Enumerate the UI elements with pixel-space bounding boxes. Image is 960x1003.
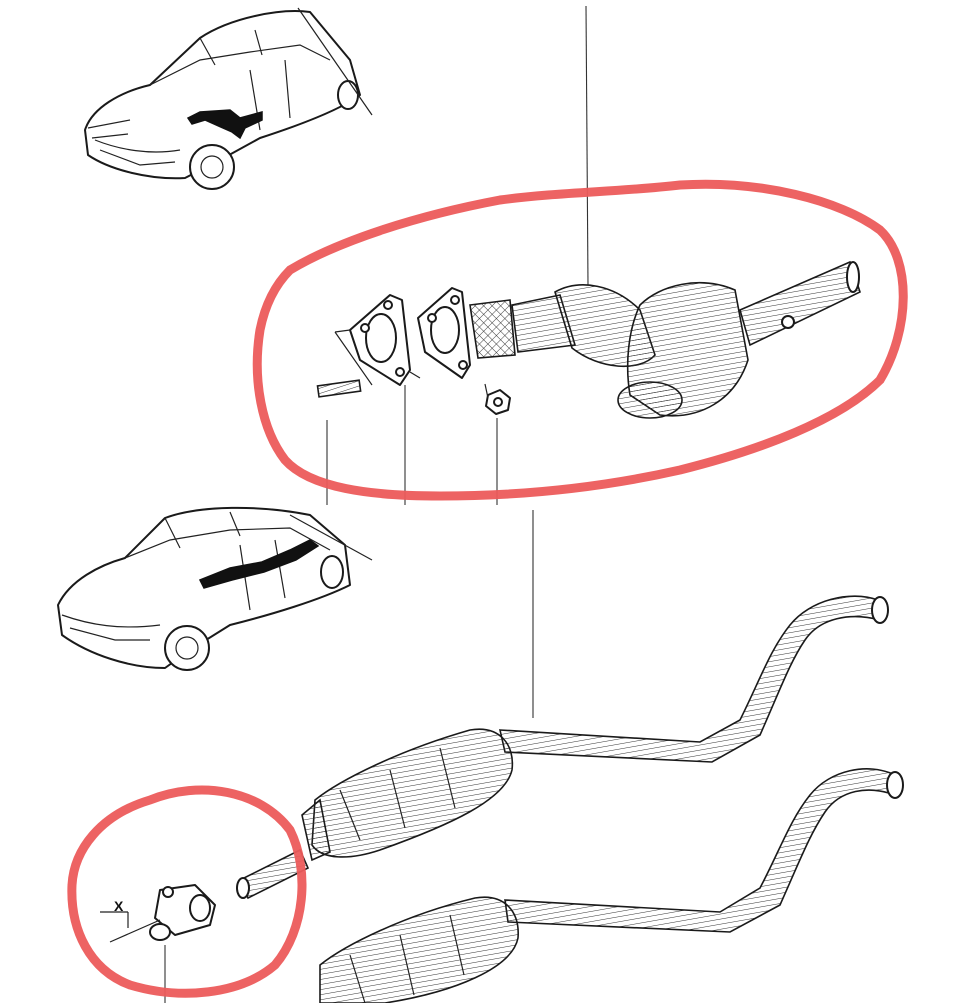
leader-lines — [164, 5, 589, 1003]
flange-part — [417, 287, 471, 379]
dimension-x-label: X — [114, 898, 124, 914]
car-illustration-middle — [57, 506, 373, 671]
stud-bolt — [316, 379, 362, 398]
annotation-circle-catalyst — [252, 179, 908, 501]
nut-part — [484, 383, 511, 415]
front-pipe-catalyst-assembly — [316, 260, 861, 419]
car-illustration-top — [84, 7, 373, 190]
rear-silencer-upper — [236, 595, 889, 900]
annotation-circle-clamp — [67, 785, 307, 998]
rear-silencer-lower — [319, 768, 904, 1003]
gasket-part — [349, 294, 411, 386]
clamp-part — [100, 884, 216, 943]
flex-pipe — [469, 299, 516, 359]
outlet-pipe — [739, 260, 861, 347]
